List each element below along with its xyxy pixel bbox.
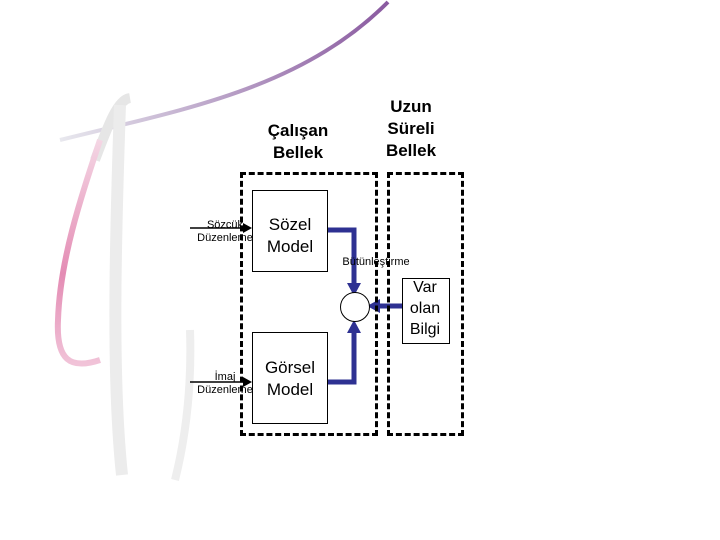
long-term-memory-title-line2: Süreli	[387, 119, 435, 138]
working-memory-container	[240, 172, 378, 436]
verbal-model-label: Sözel Model	[252, 214, 328, 258]
image-organizing-line1: İmaj	[214, 371, 236, 383]
word-organizing-line2: Düzenleme	[197, 232, 253, 244]
visual-model-line1: Görsel	[264, 358, 316, 377]
visual-model-line2: Model	[266, 380, 314, 399]
long-term-memory-title-line3: Bellek	[385, 141, 437, 160]
verbal-model-line2: Model	[266, 237, 314, 256]
visual-to-integration-arrow	[327, 320, 361, 385]
verbal-model-box	[252, 190, 328, 272]
visual-model-box	[252, 332, 328, 424]
prior-knowledge-line2: olan	[409, 300, 441, 317]
visual-model-label: Görsel Model	[252, 357, 328, 401]
image-input-arrow	[190, 377, 252, 387]
prior-knowledge-label: Var olan Bilgi	[402, 277, 448, 340]
word-organizing-line1: Sözcük	[206, 219, 244, 231]
decorative-swoosh	[54, 0, 390, 481]
verbal-to-integration-arrow	[327, 227, 361, 296]
integration-node	[340, 292, 370, 322]
long-term-memory-title: Uzun Süreli Bellek	[370, 96, 452, 162]
image-organizing-line2: Düzenleme	[197, 384, 253, 396]
word-organizing-label: Sözcük Düzenleme	[190, 219, 260, 245]
long-term-memory-container	[387, 172, 464, 436]
prior-knowledge-line1: Var	[413, 279, 437, 296]
working-memory-title-line2: Bellek	[272, 143, 324, 162]
verbal-model-line1: Sözel	[268, 215, 312, 234]
integrating-label: Bütünleştirme	[342, 256, 410, 268]
prior-knowledge-box	[402, 278, 450, 344]
image-organizing-label: İmaj Düzenleme	[190, 371, 260, 397]
word-input-arrow	[190, 223, 252, 233]
long-term-memory-title-line1: Uzun	[390, 97, 432, 116]
working-memory-title-line1: Çalışan	[267, 121, 329, 140]
prior-knowledge-line3: Bilgi	[409, 321, 441, 338]
working-memory-title: Çalışan Bellek	[248, 120, 348, 164]
